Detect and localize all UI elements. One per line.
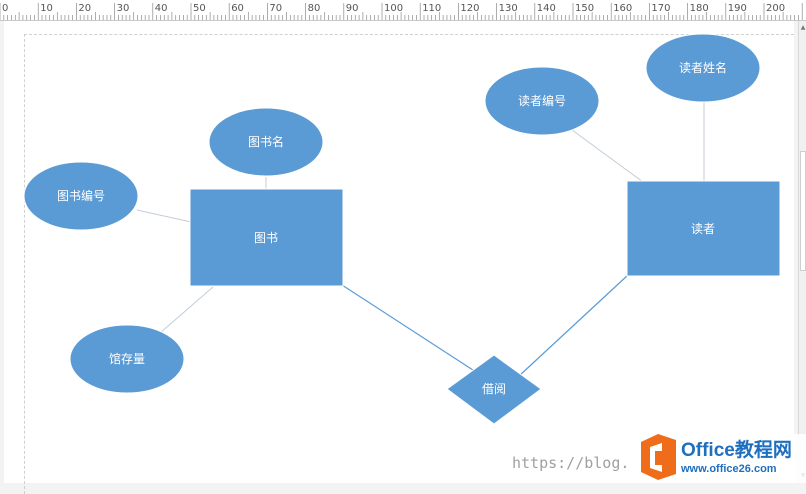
ruler-label: 100 [384,3,403,14]
ruler-label: 160 [613,3,632,14]
entity-reader-label: 读者 [691,222,715,236]
ruler-label: 30 [117,3,130,14]
relationship-borrow-label: 借阅 [482,382,506,396]
ruler-label: 190 [728,3,747,14]
ruler-label: 110 [422,3,441,14]
logo-title: Office教程网 [681,438,792,461]
line-book-borrow [341,284,477,373]
ruler-label: 200 [766,3,785,14]
ruler-label: 80 [308,3,321,14]
ruler-label: 150 [575,3,594,14]
attribute-stock[interactable]: 馆存量 [69,324,185,394]
ruler-ticks: 0 10 20 30 40 50 60 70 80 90 100 110 120 130 140 150 160… [0,3,803,20]
horizontal-ruler: 0 10 20 30 40 50 60 70 80 90 100 110 120 130 140 150 160… [0,0,806,21]
line-reader-borrow [518,274,629,377]
office-logo: Office教程网 www.office26.com [640,434,806,483]
attribute-reader-name-label: 读者姓名 [679,60,727,75]
ruler-label: 130 [499,3,518,14]
ruler-label: 60 [231,3,244,14]
entity-book-label: 图书 [254,231,278,245]
ruler-label: 180 [690,3,709,14]
attribute-stock-label: 馆存量 [109,351,145,366]
office-logo-icon [641,434,676,480]
ruler-label: 140 [537,3,556,14]
attribute-book-number-label: 图书编号 [57,188,105,203]
line-book-number [136,209,192,223]
ruler-label: 20 [78,3,91,14]
line-reader-number [567,126,644,183]
ruler-label: 70 [269,3,282,14]
ruler-label: 170 [651,3,670,14]
attribute-reader-name[interactable]: 读者姓名 [645,33,761,103]
ruler-label: 0 [2,3,8,14]
entity-book[interactable]: 图书 [189,188,344,287]
line-stock [159,286,214,334]
relationship-borrow[interactable]: 借阅 [446,354,542,425]
attribute-book-number[interactable]: 图书编号 [23,161,139,231]
ruler-label: 40 [155,3,168,14]
attribute-reader-number[interactable]: 读者编号 [484,66,600,136]
logo-url: www.office26.com [680,463,777,475]
ruler-label: 90 [346,3,359,14]
attribute-book-name-label: 图书名 [248,134,284,149]
er-diagram: 图书名 图书编号 馆存量 读者编号 读者姓名 图书 读者 借阅 https://… [23,33,806,483]
ruler-label: 120 [460,3,479,14]
ruler-label: 50 [193,3,206,14]
ruler-label: 10 [40,3,53,14]
attribute-reader-number-label: 读者编号 [518,93,566,108]
scroll-up-icon[interactable]: ▲ [800,24,806,31]
attribute-book-name[interactable]: 图书名 [208,107,324,177]
page-boundary [24,34,794,494]
watermark-text: https://blog. [512,454,629,472]
entity-reader[interactable]: 读者 [626,180,781,277]
